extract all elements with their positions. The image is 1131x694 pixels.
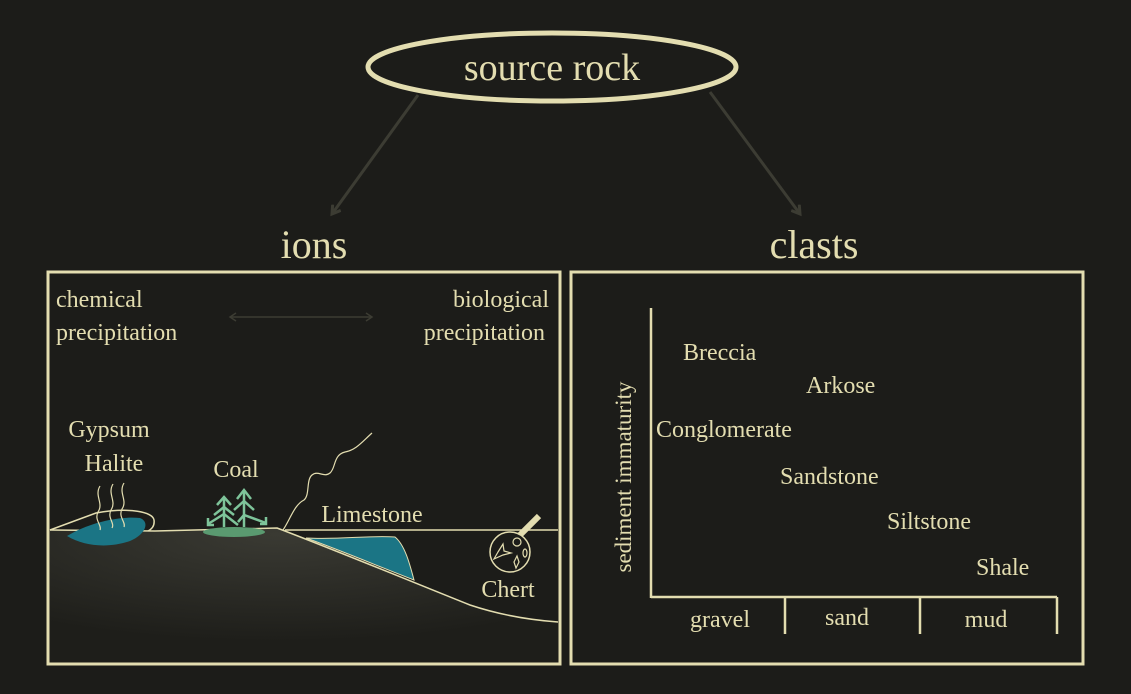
coal-label: Coal — [213, 457, 259, 483]
magnifier-icon — [489, 531, 531, 573]
double-arrow — [228, 312, 374, 322]
rock-conglomerate: Conglomerate — [656, 417, 792, 443]
radiolarian-icon — [492, 537, 528, 570]
chemical-label-2: precipitation — [56, 320, 177, 346]
x-axis-dividers — [783, 597, 1059, 634]
arrow-to-clasts — [708, 91, 800, 214]
ions-heading: ions — [281, 222, 348, 267]
rock-shale: Shale — [976, 555, 1029, 581]
biological-label: biological — [453, 287, 549, 313]
halite-label: Halite — [85, 451, 144, 477]
magnifier-handle — [515, 513, 542, 540]
y-axis-label: sediment immaturity — [611, 381, 636, 572]
rock-breccia: Breccia — [683, 340, 757, 366]
ground — [50, 528, 558, 662]
source-oval — [365, 30, 739, 104]
chemical-label: chemical — [56, 287, 143, 313]
limestone-reef — [305, 536, 415, 581]
source-label: source rock — [464, 47, 640, 89]
x-category-gravel: gravel — [690, 607, 750, 633]
coastline — [282, 432, 373, 531]
rock-siltstone: Siltstone — [887, 509, 971, 535]
x-category-sand: sand — [825, 605, 869, 631]
x-category-mud: mud — [965, 607, 1008, 633]
rock-sandstone: Sandstone — [780, 464, 879, 490]
evaporation-icon — [96, 482, 125, 531]
rock-arkose: Arkose — [806, 373, 875, 399]
biological-label-2: precipitation — [424, 320, 545, 346]
gypsum-label: Gypsum — [68, 417, 150, 443]
ions-panel — [46, 270, 562, 666]
arrow-to-ions — [332, 94, 420, 214]
trees-icon — [206, 487, 268, 527]
coal-swamp — [203, 527, 265, 537]
evaporite-pond — [67, 517, 146, 546]
clasts-heading: clasts — [770, 222, 859, 267]
chert-label: Chert — [481, 577, 535, 603]
clasts-panel — [569, 270, 1085, 666]
limestone-label: Limestone — [321, 502, 422, 528]
